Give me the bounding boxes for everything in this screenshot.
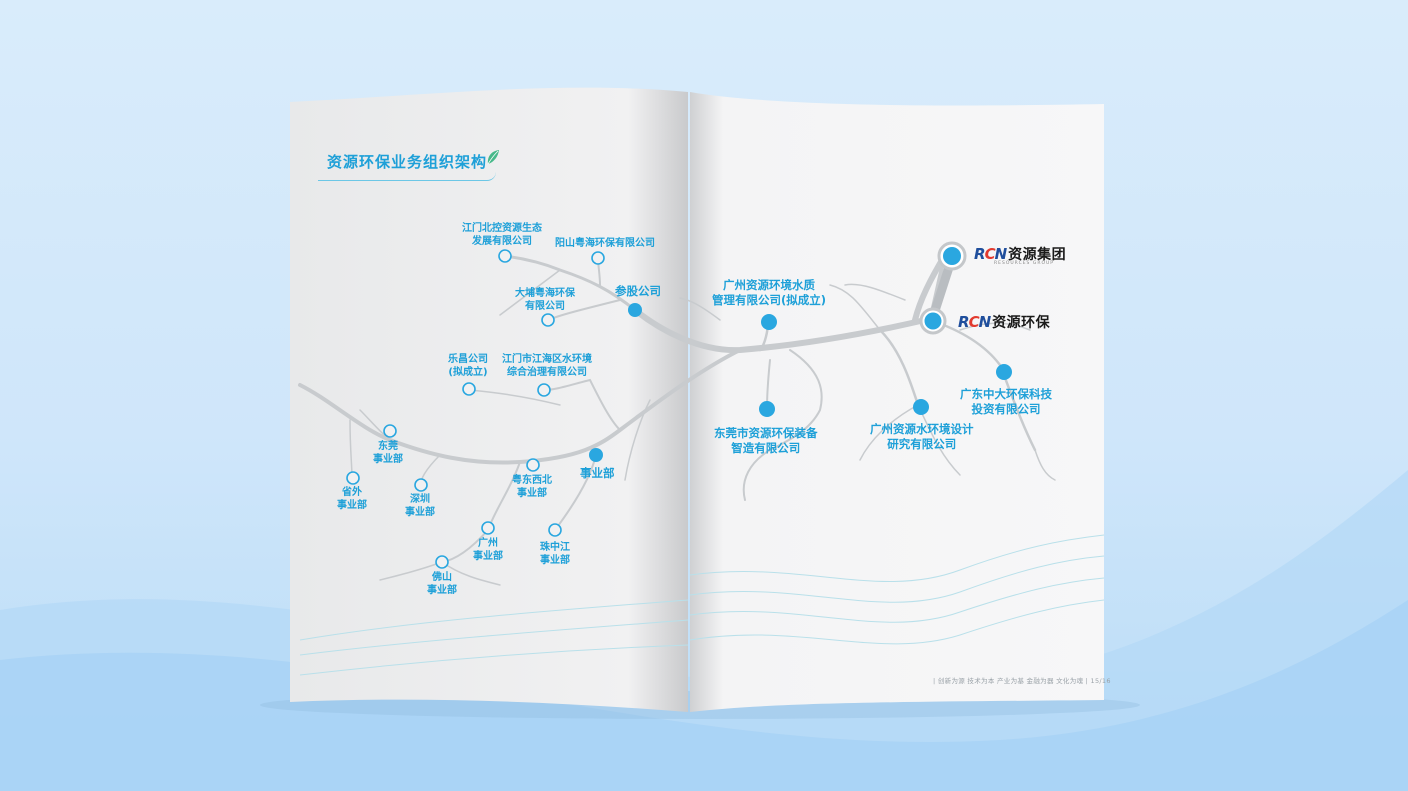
logo-env-name: 资源环保 bbox=[992, 315, 1051, 331]
leaf-icon bbox=[487, 150, 499, 165]
node-foshan bbox=[435, 555, 449, 569]
node-dongguan-bu bbox=[383, 424, 397, 438]
label-shiyebu: 事业部 bbox=[580, 466, 615, 480]
label-shengwai: 省外 事业部 bbox=[337, 487, 367, 511]
node-gz-water-quality bbox=[761, 314, 777, 330]
label-zhongda: 广东中大环保科技 投资有限公司 bbox=[960, 387, 1052, 416]
node-zhongda bbox=[996, 364, 1012, 380]
label-jianghai: 江门市江海区水环境 综合治理有限公司 bbox=[502, 354, 592, 378]
node-dapu bbox=[541, 313, 555, 327]
label-foshan: 佛山 事业部 bbox=[427, 572, 457, 596]
node-shenzhen bbox=[414, 478, 428, 492]
title-underline bbox=[318, 172, 496, 181]
rcn-mark: RCN bbox=[958, 313, 991, 331]
label-gz-design: 广州资源水环境设计 研究有限公司 bbox=[870, 422, 974, 451]
logo-resources-env: RCN 资源环保 bbox=[958, 312, 1050, 332]
node-jianghai bbox=[537, 383, 551, 397]
node-gz-design bbox=[913, 399, 929, 415]
label-yuedong: 粤东西北 事业部 bbox=[512, 475, 552, 499]
rcn-mark: RCN bbox=[974, 245, 1007, 263]
page-title: 资源环保业务组织架构 bbox=[327, 153, 488, 171]
node-yangshan bbox=[591, 251, 605, 265]
label-yangshan: 阳山粤海环保有限公司 bbox=[555, 238, 655, 249]
node-shiyebu bbox=[589, 448, 603, 462]
logo-group-name: 资源集团 bbox=[1008, 247, 1067, 263]
label-dapu: 大埔粤海环保 有限公司 bbox=[515, 288, 575, 312]
label-guangzhou-bu: 广州 事业部 bbox=[473, 538, 503, 562]
node-lechang bbox=[462, 382, 476, 396]
label-lechang: 乐昌公司 (拟成立) bbox=[448, 354, 488, 378]
logo-resources-group: RCN 资源集团 RESOURCES GROUP bbox=[974, 244, 1067, 266]
label-gz-water-quality: 广州资源环境水质 管理有限公司(拟成立) bbox=[712, 278, 827, 307]
label-shenzhen: 深圳 事业部 bbox=[405, 494, 435, 518]
node-canggu bbox=[628, 303, 642, 317]
label-dongguan-bu: 东莞 事业部 bbox=[373, 441, 403, 465]
label-dg-equipment: 东莞市资源环保装备 智造有限公司 bbox=[714, 426, 818, 455]
label-jiangmen-beikong: 江门北控资源生态 发展有限公司 bbox=[462, 223, 542, 247]
node-zhuzhongjiang bbox=[548, 523, 562, 537]
node-jiangmen-beikong bbox=[498, 249, 512, 263]
label-zhuzhongjiang: 珠中江 事业部 bbox=[540, 542, 570, 566]
node-guangzhou-bu bbox=[481, 521, 495, 535]
page-footer: | 创新为源 技术为本 产业为基 金融为器 文化为魂 | 15/16 bbox=[933, 677, 1111, 685]
logo-group-sub: RESOURCES GROUP bbox=[994, 261, 1054, 266]
node-shengwai bbox=[346, 471, 360, 485]
label-canggu: 参股公司 bbox=[615, 284, 661, 298]
node-dg-equipment bbox=[759, 401, 775, 417]
page-wave-lines bbox=[299, 534, 1105, 676]
node-yuedong bbox=[526, 458, 540, 472]
river-branches bbox=[298, 252, 1056, 586]
left-page bbox=[290, 87, 688, 712]
right-page bbox=[690, 92, 1104, 712]
